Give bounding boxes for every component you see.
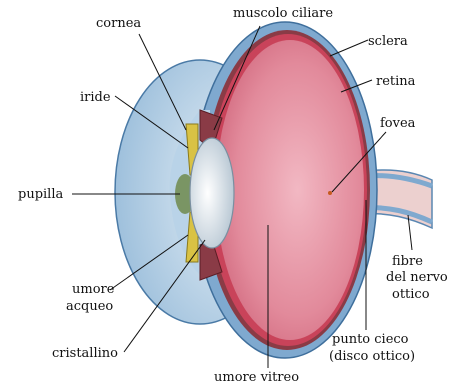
label-fovea: fovea [380,116,415,131]
label-pupilla: pupilla [18,187,63,202]
label-umore-acqueo-line1: umore [72,282,114,297]
lens-shape [190,138,234,248]
label-punto-cieco-line1: punto cieco [332,332,409,347]
label-fibre-line3: ottico [392,287,430,302]
label-umore-vitreo: umore vitreo [214,370,299,385]
label-cristallino: cristallino [52,346,118,361]
label-retina: retina [376,74,415,89]
label-cornea: cornea [96,16,141,31]
label-fibre-line1: fibre [392,254,423,269]
label-muscolo-ciliare: muscolo ciliare [233,6,333,21]
label-umore-acqueo-line2: acqueo [66,299,113,314]
label-punto-cieco-line2: (disco ottico) [329,349,415,364]
leader-sclera [330,40,368,56]
fovea-dot [328,191,332,195]
label-sclera: sclera [368,34,408,49]
label-iride: iride [80,90,111,105]
label-fibre-line2: del nervo [386,270,448,285]
vitreous-shape [216,40,364,340]
